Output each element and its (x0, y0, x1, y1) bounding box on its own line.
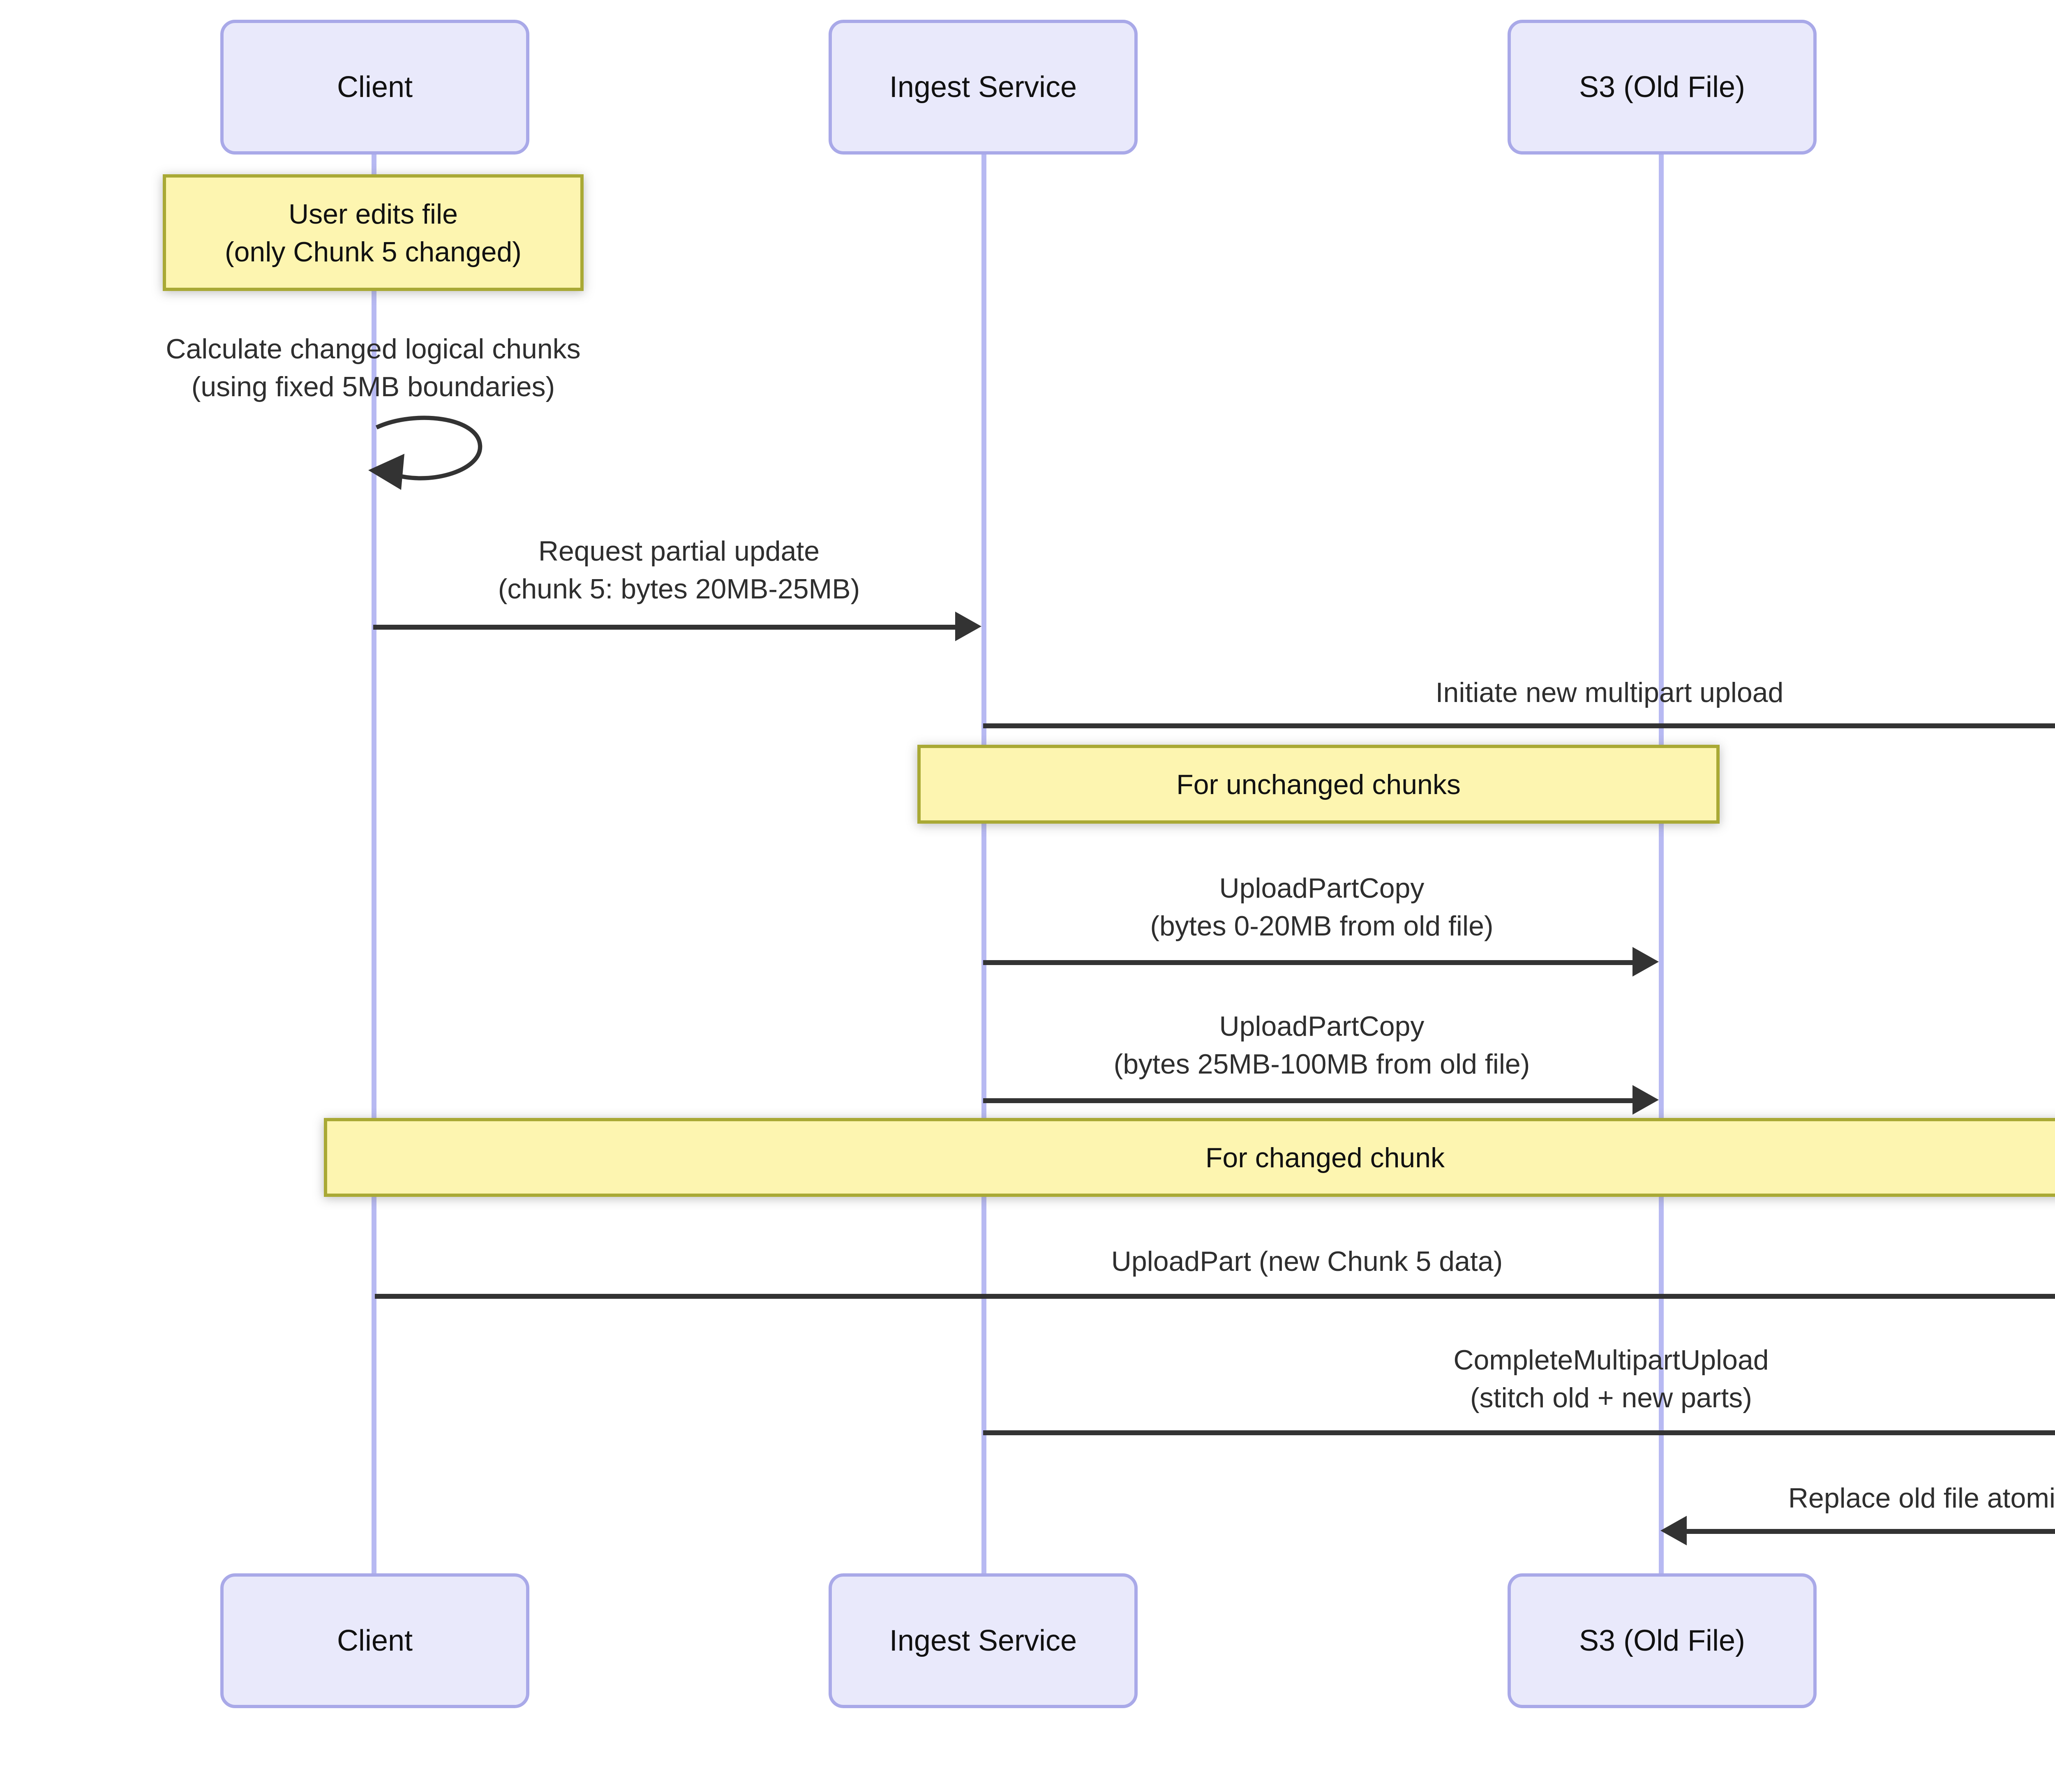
arrowhead-right-icon (1632, 947, 1659, 977)
message-arrow-uploadpart (375, 1294, 2055, 1298)
message-label-replace-old-file: Replace old file atomically (1788, 1483, 2055, 1514)
actor-bottom-s3-old: S3 (Old File) (1508, 1573, 1817, 1708)
actor-label: Ingest Service (889, 1623, 1077, 1656)
arrowhead-left-icon (1660, 1516, 1687, 1545)
arrowhead-right-icon (955, 612, 981, 641)
note-for-unchanged-chunks: For unchanged chunks (917, 745, 1720, 824)
lifeline-s3-old (1659, 155, 1663, 1573)
message-label-initiate-upload: Initiate new multipart upload (1435, 677, 1784, 709)
note-line: For unchanged chunks (1176, 769, 1461, 800)
message-arrow-complete-multipart (983, 1430, 2055, 1434)
arrowhead-left-icon (368, 454, 404, 490)
note-line: For changed chunk (1205, 1142, 1445, 1173)
note-user-edits-file: User edits file (only Chunk 5 changed) (163, 174, 584, 291)
message-label-complete-multipart: CompleteMultipartUpload (stitch old + ne… (1453, 1345, 1769, 1414)
message-label-uploadpartcopy-1: UploadPartCopy (bytes 0-20MB from old fi… (1150, 873, 1494, 942)
arrowhead-right-icon (1632, 1085, 1659, 1115)
actor-top-ingest: Ingest Service (829, 20, 1138, 155)
actor-label: Ingest Service (889, 70, 1077, 103)
actor-label: Client (337, 1623, 413, 1656)
actor-label: S3 (Old File) (1579, 70, 1746, 103)
message-arrow-uploadpartcopy-1 (983, 960, 1632, 964)
message-arrow-request-partial-update (373, 625, 955, 629)
message-label-calculate-chunks: Calculate changed logical chunks (using … (166, 334, 581, 403)
note-line: (only Chunk 5 changed) (224, 236, 522, 267)
lifeline-client (372, 155, 376, 1573)
actor-bottom-ingest: Ingest Service (829, 1573, 1138, 1708)
note-line: User edits file (289, 198, 458, 229)
message-arrow-uploadpartcopy-2 (983, 1098, 1632, 1102)
message-arrow-initiate-upload (983, 723, 2055, 727)
message-label-uploadpartcopy-2: UploadPartCopy (bytes 25MB-100MB from ol… (1113, 1011, 1530, 1080)
self-loop-arrow (368, 416, 483, 490)
note-for-changed-chunk: For changed chunk (324, 1118, 2055, 1197)
actor-top-s3-old: S3 (Old File) (1508, 20, 1817, 155)
actor-label: Client (337, 70, 413, 103)
message-arrow-replace-old-file (1687, 1529, 2055, 1533)
message-label-request-partial-update: Request partial update (chunk 5: bytes 2… (498, 536, 860, 605)
actor-label: S3 (Old File) (1579, 1623, 1746, 1656)
lifeline-ingest (981, 155, 986, 1573)
actor-bottom-client: Client (220, 1573, 529, 1708)
message-label-uploadpart: UploadPart (new Chunk 5 data) (1111, 1246, 1503, 1277)
actor-top-client: Client (220, 20, 529, 155)
